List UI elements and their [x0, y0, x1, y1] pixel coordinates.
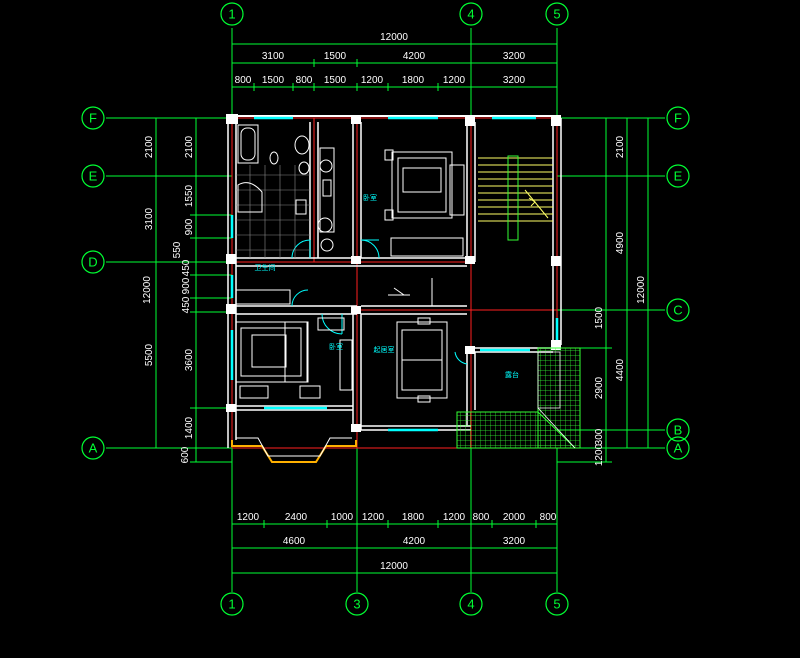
doors — [291, 239, 468, 365]
dimension-text-left: 2100 3100 12000 5500 600 2100 1550 900 5… — [142, 135, 195, 463]
dimension-text-bottom: 1200 2400 1000 1200 1800 1200 800 2000 8… — [237, 512, 557, 572]
dimension-lines — [106, 28, 665, 592]
dim-bot-r1-1: 2400 — [285, 512, 308, 523]
dim-left-inner-0: 2100 — [184, 135, 195, 158]
axis-labels: 1 4 5 1 3 4 5 F E D A F E C B A — [88, 7, 682, 612]
windows — [230, 116, 559, 432]
dim-top-r2-0: 800 — [235, 75, 252, 86]
dim-left-inner-8: 1400 — [184, 416, 195, 439]
dim-top-r2-4: 1200 — [361, 75, 384, 86]
bay-inner — [236, 437, 352, 457]
dim-left-inner-1: 1550 — [184, 184, 195, 207]
dim-top-r1-3: 3200 — [503, 51, 526, 62]
dim-left-outer-4: 600 — [180, 446, 191, 463]
axis-top-1: 1 — [228, 7, 235, 22]
dim-bot-total: 12000 — [380, 561, 408, 572]
dimension-text-right: 2100 4900 1500 4400 300 1200 2900 12000 — [594, 135, 647, 466]
stair — [478, 155, 553, 241]
dim-right-outer-0: 12000 — [636, 276, 647, 304]
dim-right-inner-0: 2100 — [615, 135, 626, 158]
axis-bottom-5: 5 — [553, 597, 560, 612]
dim-bot-r1-3: 1200 — [362, 512, 385, 523]
dimension-text-top: 12000 3100 1500 4200 3200 800 1500 800 1… — [235, 32, 526, 86]
dim-right-inner-5: 1200 — [594, 443, 605, 466]
axis-left-D: D — [88, 255, 97, 270]
axis-top-4: 4 — [467, 7, 474, 22]
dim-bot-r2-1: 4200 — [403, 536, 426, 547]
axis-right-A: A — [674, 441, 683, 456]
dim-right-inner-2: 1500 — [594, 306, 605, 329]
dim-top-r2-5: 1800 — [402, 75, 425, 86]
dim-top-total: 12000 — [380, 32, 408, 43]
axis-left-E: E — [89, 169, 98, 184]
dim-right-mid-0: 2900 — [594, 376, 605, 399]
axis-bottom-3: 3 — [353, 597, 360, 612]
room-label-living: 起居室 — [374, 345, 395, 354]
bathroom-fixtures — [237, 124, 335, 252]
dim-right-inner-1: 4900 — [615, 231, 626, 254]
dim-left-outer-3: 5500 — [144, 343, 155, 366]
axis-right-F: F — [674, 111, 682, 126]
dim-bot-r1-8: 800 — [540, 512, 557, 523]
dim-left-inner-3: 550 — [172, 241, 183, 258]
dim-top-r1-2: 4200 — [403, 51, 426, 62]
dim-top-r2-2: 800 — [296, 75, 313, 86]
dim-top-r2-3: 1500 — [324, 75, 347, 86]
axis-bubbles — [81, 2, 690, 616]
dim-left-inner-5: 900 — [181, 277, 192, 294]
furniture — [235, 149, 465, 403]
axis-right-E: E — [674, 169, 683, 184]
dim-left-inner-4: 450 — [181, 259, 192, 276]
dim-top-r2-6: 1200 — [443, 75, 466, 86]
dim-left-outer-2: 12000 — [142, 276, 153, 304]
dim-bot-r1-5: 1200 — [443, 512, 466, 523]
dim-bot-r1-0: 1200 — [237, 512, 260, 523]
axis-bottom-1: 1 — [228, 597, 235, 612]
bathroom-tiles — [236, 165, 310, 258]
dim-left-outer-1: 3100 — [144, 207, 155, 230]
dim-right-inner-3: 4400 — [615, 358, 626, 381]
dim-top-r1-1: 1500 — [324, 51, 347, 62]
dim-left-inner-2: 900 — [184, 218, 195, 235]
axis-right-C: C — [673, 303, 682, 318]
room-labels: 卧室 卫生间 卧室 起居室 露台 — [255, 193, 520, 379]
dim-top-r2-1: 1500 — [262, 75, 285, 86]
axis-bottom-4: 4 — [467, 597, 474, 612]
dim-top-r2-7: 3200 — [503, 75, 526, 86]
terrace — [456, 347, 581, 449]
room-label-bathroom: 卫生间 — [255, 263, 276, 272]
axis-left-F: F — [89, 111, 97, 126]
dim-left-inner-7: 3600 — [184, 348, 195, 371]
dim-right-inner-4: 300 — [594, 428, 605, 445]
axis-right-B: B — [674, 423, 683, 438]
room-label-bedroom-upper: 卧室 — [363, 193, 377, 202]
bay-window — [231, 440, 357, 463]
dim-top-r1-0: 3100 — [262, 51, 285, 62]
dim-bot-r1-7: 2000 — [503, 512, 526, 523]
columns — [226, 114, 561, 432]
dim-left-inner-6: 450 — [181, 296, 192, 313]
axis-left-A: A — [89, 441, 98, 456]
dim-bot-r2-0: 4600 — [283, 536, 306, 547]
room-label-bedroom-lower: 卧室 — [329, 342, 343, 351]
room-label-terrace: 露台 — [505, 370, 519, 379]
dim-bot-r1-6: 800 — [473, 512, 490, 523]
axis-top-5: 5 — [553, 7, 560, 22]
dim-left-outer-0: 2100 — [144, 135, 155, 158]
dim-bot-r1-4: 1800 — [402, 512, 425, 523]
dim-bot-r1-2: 1000 — [331, 512, 354, 523]
dim-bot-r2-2: 3200 — [503, 536, 526, 547]
